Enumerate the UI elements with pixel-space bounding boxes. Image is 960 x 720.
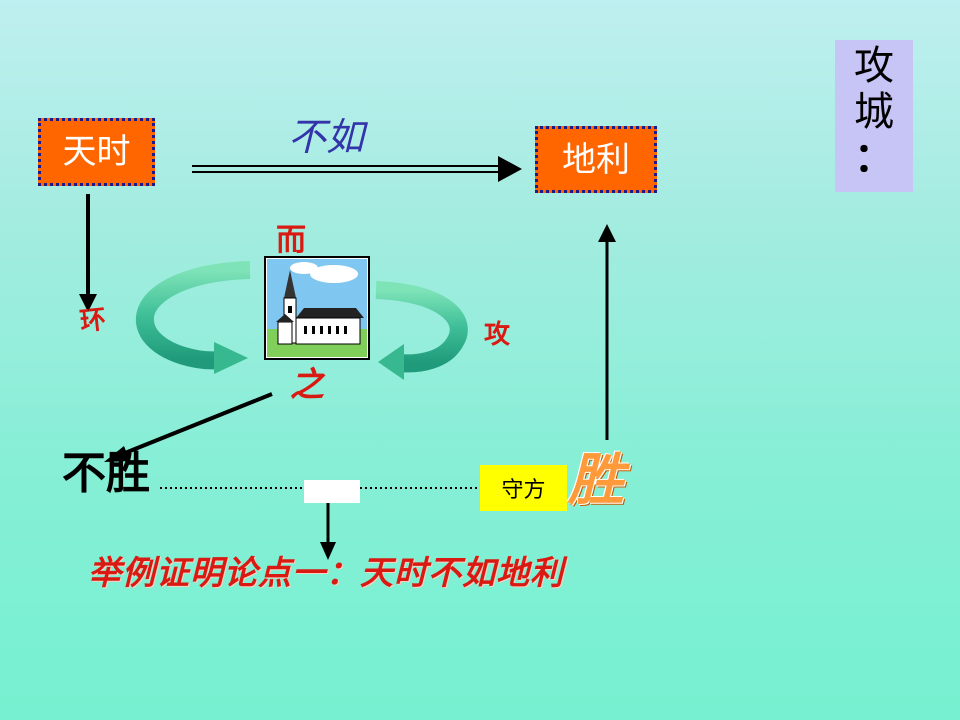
box-dili: 地利 [535, 126, 657, 193]
conclusion-text: 举例证明论点一：天时不如地利 [88, 553, 564, 592]
side-title-char-2: 城 [854, 89, 894, 135]
label-bu-ru: 不如 [288, 115, 365, 159]
side-title-char-3: ： [854, 135, 894, 181]
arrow-tianshi-to-dili [192, 156, 522, 182]
label-er: 而 [276, 223, 306, 258]
church-clipart [264, 256, 370, 360]
label-gong: 攻 [484, 320, 511, 350]
side-title-box: 攻 城 ： [835, 40, 913, 192]
label-zhi: 之 [290, 365, 324, 405]
label-sheng: 胜 [568, 447, 624, 513]
label-huan: 环 [78, 304, 108, 338]
arrow-to-bu-sheng [104, 392, 273, 462]
arrow-up-to-dili [598, 224, 616, 440]
box-shoufang: 守方 [480, 465, 567, 511]
arrow-to-conclusion [320, 503, 336, 560]
side-title-char-1: 攻 [854, 43, 894, 89]
encircle-arrows-icon [135, 261, 468, 380]
blank-placeholder [304, 480, 360, 503]
box-tianshi: 天时 [38, 118, 155, 186]
label-bu-sheng: 不胜 [62, 448, 150, 499]
arrow-tianshi-down [79, 194, 97, 312]
